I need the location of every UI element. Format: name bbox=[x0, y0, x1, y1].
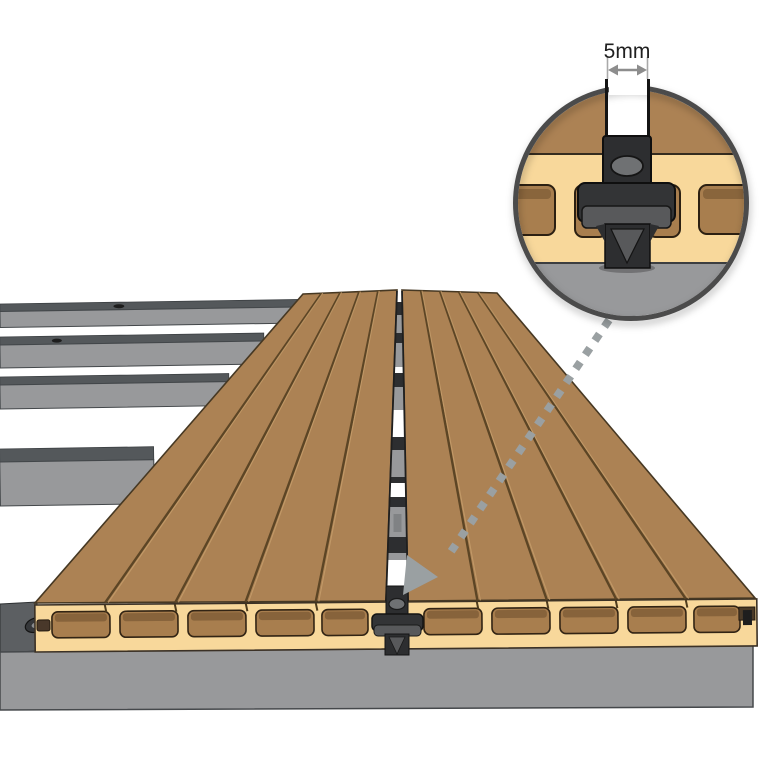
screw-hole bbox=[113, 304, 125, 309]
chamber-shadows bbox=[54, 608, 737, 622]
deck-groove-lines bbox=[419, 290, 690, 601]
screw-hole bbox=[51, 338, 62, 343]
leader-arrow bbox=[403, 317, 613, 595]
gap-dimension-label: 5mm bbox=[604, 40, 651, 63]
deck-board-group-right bbox=[401, 289, 757, 602]
joist-4 bbox=[0, 446, 155, 507]
joist-3 bbox=[0, 373, 230, 410]
groove-notches bbox=[103, 599, 689, 613]
joist-2 bbox=[0, 332, 265, 369]
clip-screw-slot bbox=[388, 597, 406, 611]
front-t-clip bbox=[371, 585, 424, 656]
callout-t-clip bbox=[577, 135, 676, 273]
joist-1 bbox=[0, 299, 303, 329]
hollow-chambers bbox=[51, 605, 741, 639]
deck-groove-lines bbox=[104, 290, 380, 604]
board-gap bbox=[385, 290, 409, 602]
left-side-groove bbox=[36, 619, 51, 632]
deck-board-group-left bbox=[33, 289, 398, 604]
right-edge-clip bbox=[742, 609, 752, 626]
detail-callout: 5mm bbox=[513, 40, 749, 321]
arrowhead-icon bbox=[403, 555, 438, 595]
double-headed-arrow-icon bbox=[608, 64, 647, 76]
callout-content bbox=[518, 90, 744, 316]
clip-screw-slot bbox=[610, 155, 644, 177]
hidden-clips-in-gap bbox=[387, 302, 408, 560]
gap-dimension: 5mm bbox=[604, 40, 651, 79]
